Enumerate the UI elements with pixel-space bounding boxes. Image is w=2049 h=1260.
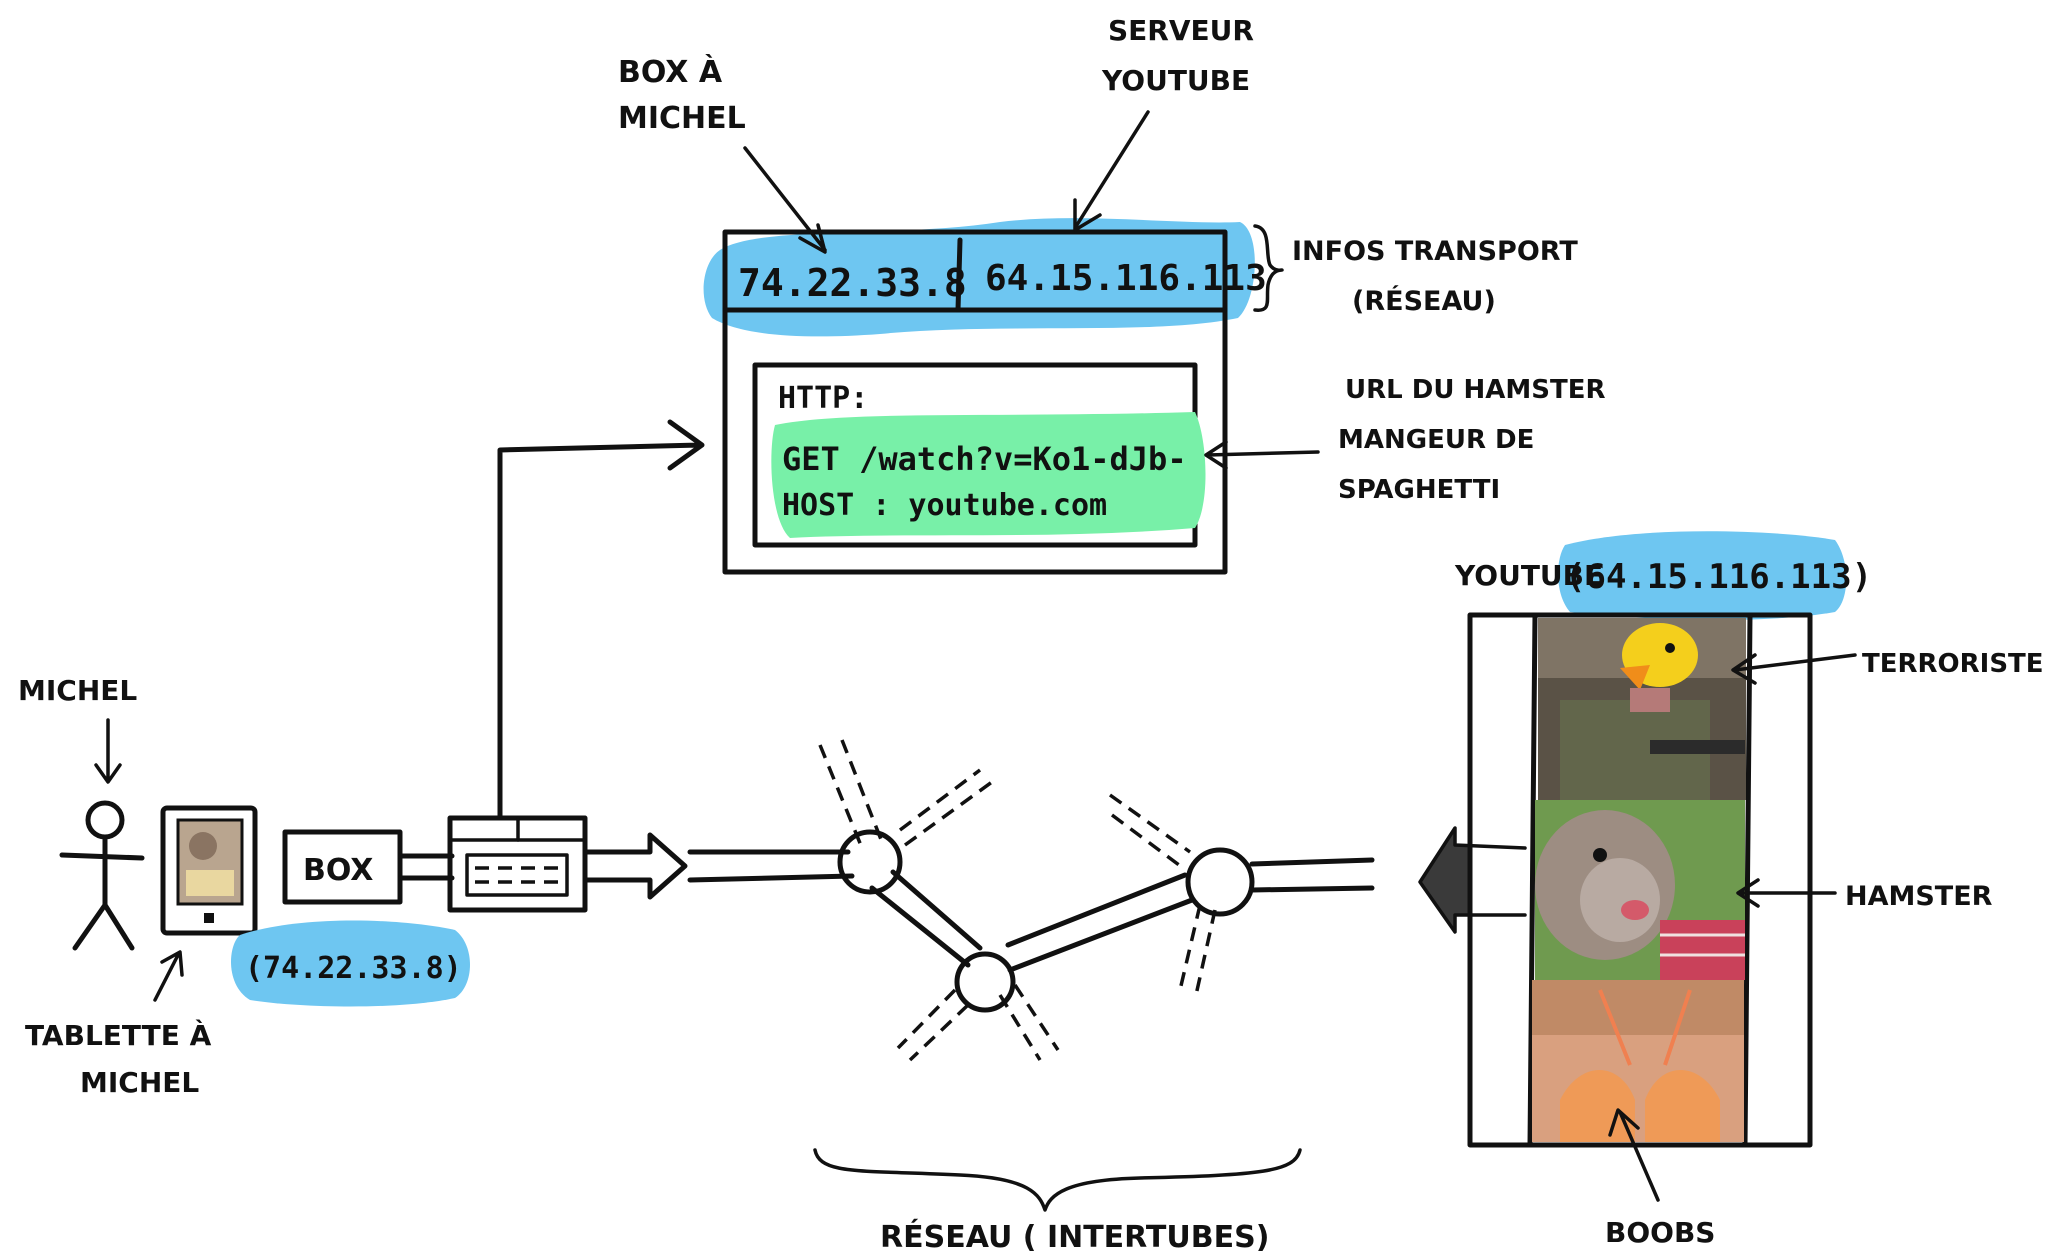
tablette-label-2: MICHEL [80, 1066, 199, 1099]
arrow-tablette [153, 950, 184, 1002]
youtube-header-label: YOUTUBE [1454, 559, 1603, 592]
arrow-terroriste [1731, 653, 1857, 685]
network-brace [813, 1148, 1302, 1212]
stick-figure-icon [59, 800, 145, 951]
arrow-youtube-network [1420, 828, 1470, 932]
thumbnail-boobs [1532, 980, 1744, 1142]
network-node-2 [954, 951, 1016, 1013]
reseau-label: RÉSEAU ( INTERTUBES) [880, 1219, 1269, 1255]
youtube-ip-label: (64.15.116.113) [1565, 557, 1872, 597]
router-icon [447, 815, 588, 913]
url-label-3: SPAGHETTI [1338, 475, 1500, 505]
tablette-label-1: TABLETTE À [25, 1018, 212, 1052]
serveur-label-1: SERVEUR [1108, 14, 1254, 47]
box-icon [282, 829, 403, 905]
http-highlight [771, 412, 1206, 538]
server-icon [1467, 612, 1813, 1148]
infos-transport-label-2: (RÉSEAU) [1352, 285, 1496, 317]
hamster-label: HAMSTER [1845, 881, 1993, 912]
arrow-boobs [1608, 1108, 1660, 1202]
arrow-router-network [582, 832, 688, 900]
thumbnail-hamster [1535, 800, 1745, 980]
url-label-1: URL DU HAMSTER [1345, 375, 1606, 405]
thumbnail-terroriste [1538, 618, 1746, 800]
src-ip: 74.22.33.8 [738, 261, 967, 305]
arrow-to-packet [497, 419, 705, 821]
dst-ip: 64.15.116.113 [985, 258, 1267, 299]
network [687, 739, 1375, 1062]
arrow-url [1204, 440, 1320, 470]
box-a-michel-label-1: BOX À [618, 54, 723, 90]
michel-label: MICHEL [18, 674, 137, 707]
boobs-label: BOOBS [1605, 1216, 1715, 1249]
get-line: GET /watch?v=Ko1-dJb- [782, 440, 1187, 478]
url-label-2: MANGEUR DE [1338, 425, 1534, 455]
arrow-box-to-src [743, 146, 827, 254]
tablet-icon [160, 805, 258, 936]
network-node-1 [837, 829, 903, 895]
host-line: HOST : youtube.com [782, 488, 1107, 523]
terroriste-label: TERRORISTE [1862, 649, 2044, 679]
serveur-label-2: YOUTUBE [1101, 64, 1250, 97]
packet-frame [722, 229, 1228, 575]
packet: 74.22.33.8 64.15.116.113 HTTP: GET /watc… [703, 218, 1267, 575]
youtube-ip-highlight [1558, 531, 1847, 620]
transport-highlight [703, 218, 1255, 337]
box-ip-label: (74.22.33.8) [245, 951, 462, 986]
infos-transport-label-1: INFOS TRANSPORT [1292, 236, 1578, 267]
arrow-michel [94, 718, 122, 784]
network-node-3 [1185, 847, 1255, 917]
arrow-serveur-to-dst [1073, 110, 1150, 232]
box-ip-highlight [230, 920, 470, 1007]
arrow-hamster [1736, 878, 1837, 908]
box-label: BOX [303, 853, 373, 888]
http-label: HTTP: [778, 381, 868, 416]
box-a-michel-label-2: MICHEL [618, 101, 746, 136]
transport-brace [1253, 224, 1284, 312]
